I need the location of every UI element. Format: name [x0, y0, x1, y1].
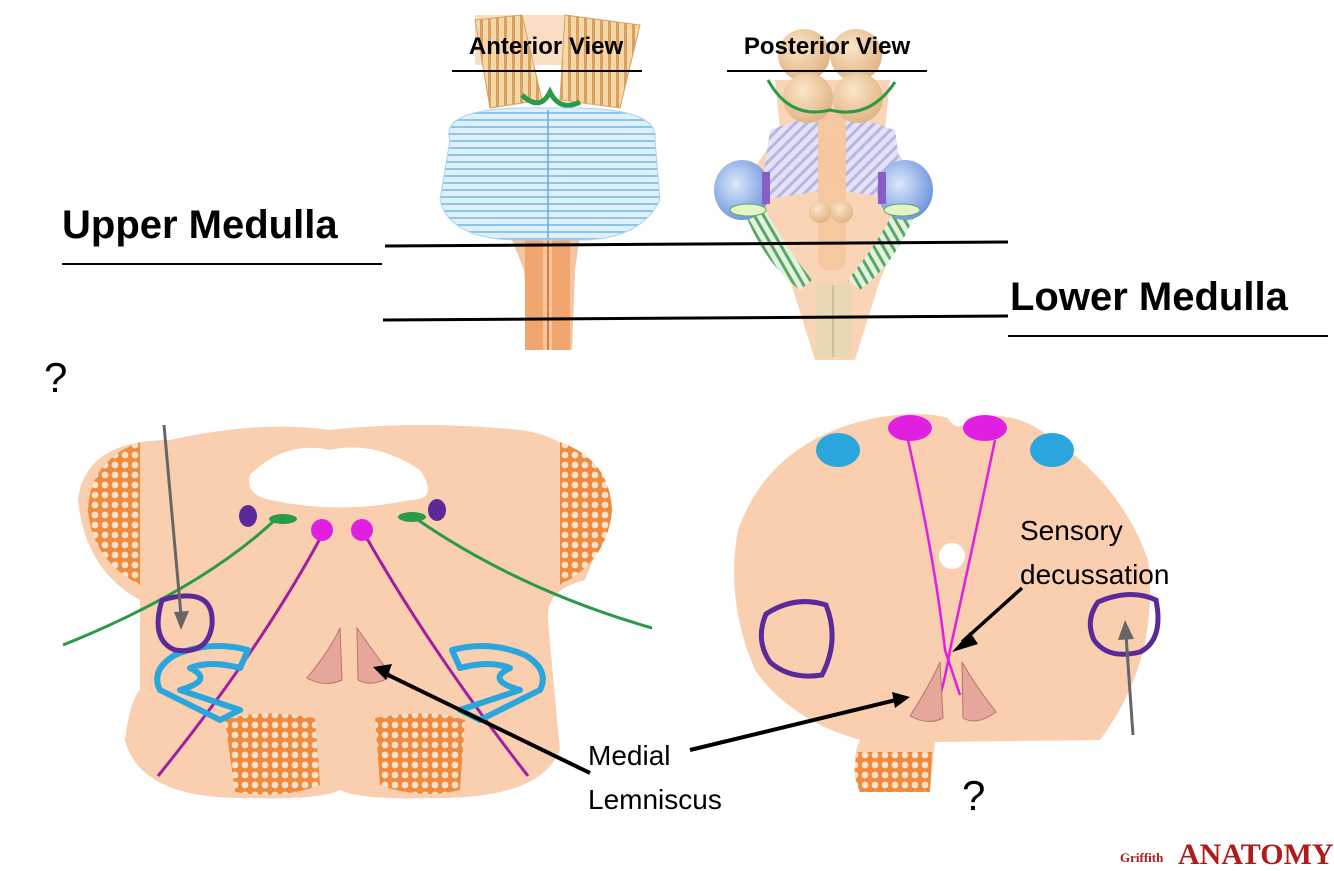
lower-medulla-section [734, 414, 1161, 792]
medial-lemniscus-lower-right [961, 661, 997, 722]
internal-arcuate-fibers-left [906, 439, 962, 696]
medial-lemniscus-left [306, 627, 343, 684]
anterior-pyramid-right [552, 235, 570, 350]
medial-lemniscus-lower-left [909, 661, 944, 722]
upper-medulla-section [62, 425, 653, 799]
upper-medulla-label: Upper Medulla [62, 203, 338, 247]
inferior-olive-left [154, 643, 251, 723]
question-mark-upper: ? [44, 354, 67, 401]
posterior-tract-right [848, 200, 920, 290]
posterior-tract-left [740, 200, 812, 290]
logo-anatomy-text: ANATOMY [1178, 838, 1334, 871]
griffith-anatomy-logo: Griffith ANATOMY [1120, 838, 1334, 871]
circled-structure-lower-right [1087, 592, 1161, 657]
lower-pyramid [854, 752, 932, 792]
pointer-arrow-upper [162, 424, 183, 616]
posterior-inferior-colliculus-left [783, 73, 833, 123]
nucleus-cuneatus-left [816, 433, 860, 467]
inferior-cerebellar-peduncle-right [560, 442, 612, 585]
medial-label-line2: Lemniscus [588, 784, 722, 815]
nucleus-gracilis-lower-right [963, 415, 1007, 441]
posterior-brainstem-illustration [714, 29, 933, 360]
inferior-cerebellar-peduncle-left [88, 442, 140, 585]
posterior-midline [818, 110, 846, 270]
posterior-cerebellar-peduncle-left [760, 110, 828, 200]
logo-griffith-text: Griffith [1120, 850, 1164, 865]
upper-medulla-line [384, 240, 1009, 248]
central-canal [939, 543, 965, 569]
pyramid-left [225, 713, 320, 795]
medial-label-line1: Medial [588, 740, 670, 771]
anterior-pons [439, 107, 661, 241]
posterior-inferior-colliculus-right [833, 73, 883, 123]
anterior-cerebral-peduncle-right [559, 14, 641, 109]
medial-lemniscus-arrow-left [383, 671, 591, 775]
medial-lemniscus-tract-right [363, 534, 530, 777]
pointer-arrow-lower [1124, 634, 1135, 736]
posterior-superior-colliculus-right [830, 29, 882, 81]
sensory-decussation-arrow [960, 586, 1024, 644]
circled-structure-upper [155, 593, 215, 654]
question-mark-lower: ? [962, 772, 985, 819]
lower-medulla-line [382, 314, 1009, 322]
inferior-olive-right [449, 643, 546, 723]
vestibulocochlear-nerve-right [417, 518, 653, 630]
sensory-label-line2: decussation [1020, 559, 1169, 590]
sensory-label-line1: Sensory [1020, 515, 1123, 546]
pyramid-right [375, 713, 465, 794]
nucleus-cuneatus-right [1030, 433, 1074, 467]
lower-section-tissue [734, 414, 1150, 790]
nucleus-gracilis-lower-left [888, 415, 932, 441]
lower-medulla-label: Lower Medulla [1010, 275, 1289, 319]
anterior-brainstem-illustration [439, 14, 661, 350]
posterior-view-label: Posterior View [744, 33, 911, 60]
posterior-superior-colliculus-left [778, 29, 830, 81]
circled-structure-lower-left [758, 599, 835, 679]
medial-lemniscus-arrow-right [689, 698, 897, 752]
vestibulocochlear-nerve-left [62, 518, 277, 647]
anterior-view-label: Anterior View [469, 33, 624, 60]
anterior-optic-nerves [520, 86, 582, 108]
internal-arcuate-fibers-right [938, 439, 997, 696]
fourth-ventricle [249, 447, 428, 508]
nucleus-gracilis-right [351, 519, 373, 541]
nucleus-gracilis-left [311, 519, 333, 541]
anterior-pyramid-left [525, 235, 543, 350]
